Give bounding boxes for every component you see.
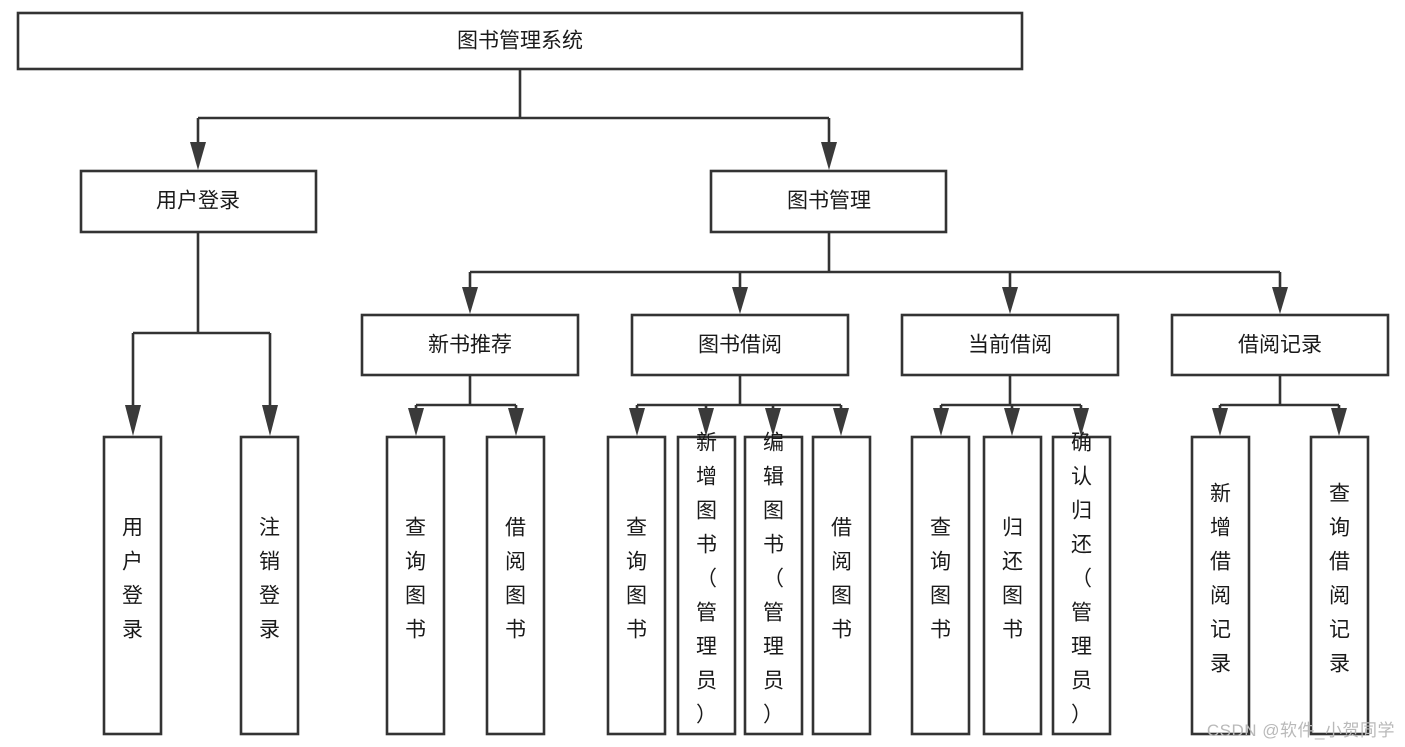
node-current-borrow[interactable]: 当前借阅 xyxy=(900,313,1120,377)
node-borrow-record[interactable]: 借阅记录 xyxy=(1170,313,1390,377)
arrow-head-leaf-add-record xyxy=(1212,408,1228,436)
node-user-login-box[interactable] xyxy=(79,169,318,234)
leaf-node[interactable]: 编辑图书（管理员） xyxy=(743,432,804,736)
leaf-node[interactable]: 查询图书 xyxy=(385,435,446,736)
leaf-node[interactable]: 归还图书 xyxy=(982,435,1043,736)
leaf-query-book-1-label: 查询图书 xyxy=(405,517,426,642)
node-book-manage-box[interactable] xyxy=(709,169,948,234)
leaf-node-layer: 用户登录 注销登录 查询图书 借阅图书 查询图书 新增图书（管理员） 编辑图书（管理员） 借阅… xyxy=(102,432,1370,736)
arrow-head-book-manage xyxy=(821,142,837,170)
leaf-return-book-box[interactable] xyxy=(982,435,1043,736)
leaf-node[interactable]: 确认归还（管理员） xyxy=(1051,432,1112,736)
node-book-borrow-label: 图书借阅 xyxy=(698,334,782,357)
leaf-query-book-3-label: 查询图书 xyxy=(930,517,951,642)
leaf-borrow-book-2-label: 借阅图书 xyxy=(831,517,852,642)
leaf-query-record-box[interactable] xyxy=(1309,435,1370,736)
node-book-manage[interactable]: 图书管理 xyxy=(709,169,948,234)
leaf-node[interactable]: 注销登录 xyxy=(239,435,300,736)
leaf-logout-label: 注销登录 xyxy=(259,517,280,642)
arrow-head-borrow-record xyxy=(1272,287,1288,314)
node-borrow-record-box[interactable] xyxy=(1170,313,1390,377)
node-new-book-recommend-label: 新书推荐 xyxy=(428,334,512,357)
node-current-borrow-box[interactable] xyxy=(900,313,1120,377)
leaf-edit-book-label: 编辑图书（管理员） xyxy=(763,432,784,727)
leaf-node[interactable]: 新增借阅记录 xyxy=(1190,435,1251,736)
leaf-query-book-1-box[interactable] xyxy=(385,435,446,736)
arrow-head-book-borrow xyxy=(732,287,748,314)
node-book-borrow[interactable]: 图书借阅 xyxy=(630,313,850,377)
arrow-head-leaf-borrow-book-2 xyxy=(833,408,849,436)
leaf-node[interactable]: 查询图书 xyxy=(910,435,971,736)
node-user-login[interactable]: 用户登录 xyxy=(79,169,318,234)
leaf-node[interactable]: 借阅图书 xyxy=(485,435,546,736)
arrow-head-leaf-add-book xyxy=(698,408,714,436)
node-borrow-record-label: 借阅记录 xyxy=(1238,334,1322,357)
arrow-head-leaf-user-login xyxy=(125,405,141,436)
leaf-add-book-label: 新增图书（管理员） xyxy=(696,432,717,727)
node-new-book-recommend[interactable]: 新书推荐 xyxy=(360,313,580,377)
leaf-borrow-book-2-box[interactable] xyxy=(811,435,872,736)
leaf-logout-box[interactable] xyxy=(239,435,300,736)
leaf-node[interactable]: 用户登录 xyxy=(102,435,163,736)
node-book-borrow-box[interactable] xyxy=(630,313,850,377)
node-current-borrow-label: 当前借阅 xyxy=(968,334,1052,357)
arrow-head-leaf-edit-book xyxy=(765,408,781,436)
arrow-head-leaf-query-book-2 xyxy=(629,408,645,436)
arrow-head-leaf-return-book xyxy=(1004,408,1020,436)
node-root-box[interactable] xyxy=(16,11,1024,71)
arrow-head-leaf-confirm-return xyxy=(1073,408,1089,436)
leaf-query-book-3-box[interactable] xyxy=(910,435,971,736)
leaf-add-record-label: 新增借阅记录 xyxy=(1210,483,1231,676)
arrow-head-leaf-borrow-book-1 xyxy=(508,408,524,436)
node-user-login-label: 用户登录 xyxy=(156,190,240,213)
arrow-head-leaf-query-book-1 xyxy=(408,408,424,436)
arrow-head-leaf-query-book-3 xyxy=(933,408,949,436)
leaf-user-login-box[interactable] xyxy=(102,435,163,736)
arrow-head-leaf-logout xyxy=(262,405,278,436)
leaf-user-login-label: 用户登录 xyxy=(122,517,143,642)
leaf-node[interactable]: 查询图书 xyxy=(606,435,667,736)
leaf-node[interactable]: 借阅图书 xyxy=(811,435,872,736)
leaf-query-record-label: 查询借阅记录 xyxy=(1329,483,1350,676)
node-book-manage-label: 图书管理 xyxy=(787,190,871,213)
leaf-add-book-box[interactable] xyxy=(676,435,737,736)
leaf-confirm-return-box[interactable] xyxy=(1051,435,1112,736)
leaf-node[interactable]: 新增图书（管理员） xyxy=(676,432,737,736)
arrow-head-leaf-query-record xyxy=(1331,408,1347,436)
node-root-label: 图书管理系统 xyxy=(457,30,583,53)
leaf-query-book-2-box[interactable] xyxy=(606,435,667,736)
connector-layer xyxy=(125,69,1347,436)
leaf-add-record-box[interactable] xyxy=(1190,435,1251,736)
leaf-node[interactable]: 查询借阅记录 xyxy=(1309,435,1370,736)
leaf-confirm-return-label: 确认归还（管理员） xyxy=(1071,432,1092,727)
leaf-query-book-2-label: 查询图书 xyxy=(626,517,647,642)
leaf-return-book-label: 归还图书 xyxy=(1002,517,1023,642)
leaf-borrow-book-1-label: 借阅图书 xyxy=(505,517,526,642)
arrow-head-user-login xyxy=(190,142,206,170)
leaf-borrow-book-1-box[interactable] xyxy=(485,435,546,736)
arrow-head-current-borrow xyxy=(1002,287,1018,314)
arrow-head-new-book-rec xyxy=(462,287,478,314)
leaf-edit-book-box[interactable] xyxy=(743,435,804,736)
node-new-book-recommend-box[interactable] xyxy=(360,313,580,377)
node-root[interactable]: 图书管理系统 xyxy=(16,11,1024,71)
